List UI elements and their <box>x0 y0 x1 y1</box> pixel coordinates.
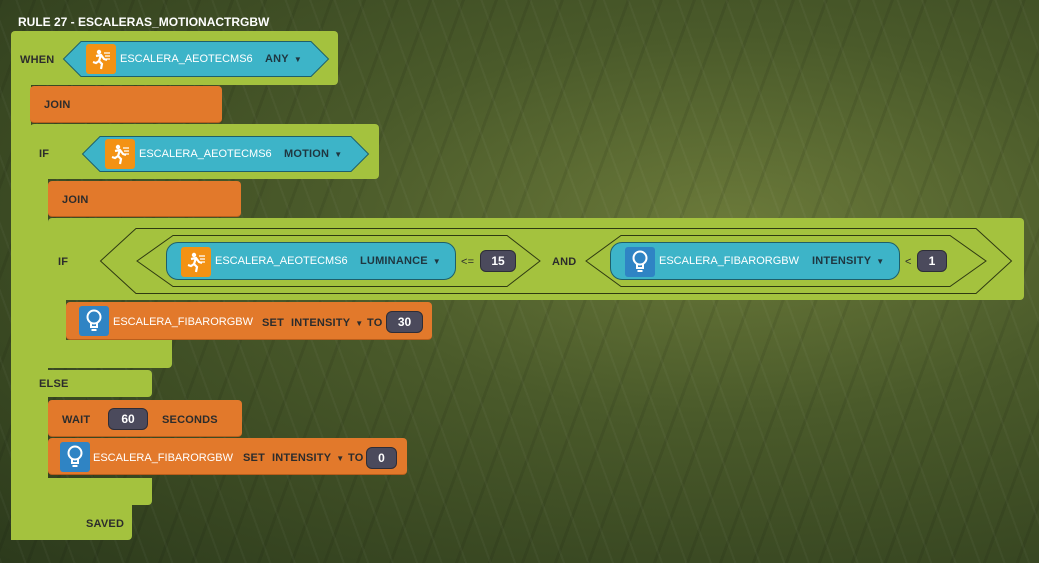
action2-property-value: INTENSITY <box>272 452 332 464</box>
action1-property-value: INTENSITY <box>291 317 351 329</box>
action2-to-label: TO <box>348 452 364 464</box>
cond1-property-dropdown[interactable]: LUMINANCE ▼ <box>360 255 441 267</box>
cond2-operator[interactable]: < <box>905 256 912 268</box>
join-block[interactable] <box>30 86 222 123</box>
action2-set-label: SET <box>243 452 265 464</box>
if-label: IF <box>39 148 50 160</box>
join-label: JOIN <box>44 99 71 111</box>
cond1-operator[interactable]: <= <box>461 256 475 268</box>
cond2-property-value: INTENSITY <box>812 255 872 267</box>
set-intensity-action[interactable] <box>48 438 407 475</box>
action1-device-name: ESCALERA_FIBARORGBW <box>113 316 253 328</box>
chevron-down-icon: ▼ <box>293 55 302 64</box>
when-block-spine <box>11 80 31 540</box>
chevron-down-icon: ▼ <box>334 150 343 159</box>
chevron-down-icon: ▼ <box>336 454 345 463</box>
action1-to-label: TO <box>367 317 383 329</box>
if-condition-hexagon <box>81 136 370 172</box>
action1-value-input[interactable]: 30 <box>386 311 423 333</box>
motion-sensor-icon <box>181 247 211 277</box>
when-property-value: ANY <box>265 53 289 65</box>
rule-title: RULE 27 - ESCALERAS_MOTIONACTRGBW <box>18 15 270 29</box>
and-label: AND <box>552 256 577 268</box>
action2-property-dropdown[interactable]: INTENSITY ▼ <box>272 452 344 464</box>
motion-sensor-icon <box>86 44 116 74</box>
nested-if-label: IF <box>58 256 69 268</box>
else-row <box>30 370 152 397</box>
wait-seconds-input[interactable]: 60 <box>108 408 148 430</box>
set-intensity-action[interactable] <box>66 302 432 340</box>
join-block[interactable] <box>48 181 241 217</box>
action1-set-label: SET <box>262 317 284 329</box>
cond1-value-input[interactable]: 15 <box>480 250 516 272</box>
when-block-footer <box>11 505 132 540</box>
wait-unit-label: SECONDS <box>162 414 218 426</box>
cond2-property-dropdown[interactable]: INTENSITY ▼ <box>812 255 884 267</box>
chevron-down-icon: ▼ <box>432 257 441 266</box>
and-condition-hexagon <box>99 228 1013 294</box>
if-block-footer <box>30 478 152 505</box>
action1-property-dropdown[interactable]: INTENSITY ▼ <box>291 317 363 329</box>
if-block-spine <box>30 170 48 505</box>
chevron-down-icon: ▼ <box>876 257 885 266</box>
nested-if-footer <box>48 340 172 368</box>
action2-device-name: ESCALERA_FIBARORGBW <box>93 452 233 464</box>
motion-sensor-icon <box>105 139 135 169</box>
join-label: JOIN <box>62 194 89 206</box>
chevron-down-icon: ▼ <box>355 319 364 328</box>
if-device-name: ESCALERA_AEOTECMS6 <box>139 148 272 160</box>
lightbulb-icon <box>625 247 655 277</box>
cond1-property-value: LUMINANCE <box>360 255 428 267</box>
wait-label: WAIT <box>62 414 91 426</box>
if-property-value: MOTION <box>284 148 330 160</box>
cond2-value-input[interactable]: 1 <box>917 250 947 272</box>
cond1-device-name: ESCALERA_AEOTECMS6 <box>215 255 348 267</box>
when-label: WHEN <box>20 54 55 66</box>
lightbulb-icon <box>60 442 90 472</box>
when-property-dropdown[interactable]: ANY ▼ <box>265 53 302 65</box>
else-label: ELSE <box>39 378 69 390</box>
luminance-condition[interactable] <box>166 242 456 280</box>
cond2-device-name: ESCALERA_FIBARORGBW <box>659 255 799 267</box>
saved-status: SAVED <box>86 518 125 530</box>
lightbulb-icon <box>79 306 109 336</box>
when-device-name: ESCALERA_AEOTECMS6 <box>120 53 253 65</box>
intensity-condition[interactable] <box>610 242 900 280</box>
if-property-dropdown[interactable]: MOTION ▼ <box>284 148 342 160</box>
when-trigger-hexagon <box>62 41 330 77</box>
action2-value-input[interactable]: 0 <box>366 447 397 469</box>
